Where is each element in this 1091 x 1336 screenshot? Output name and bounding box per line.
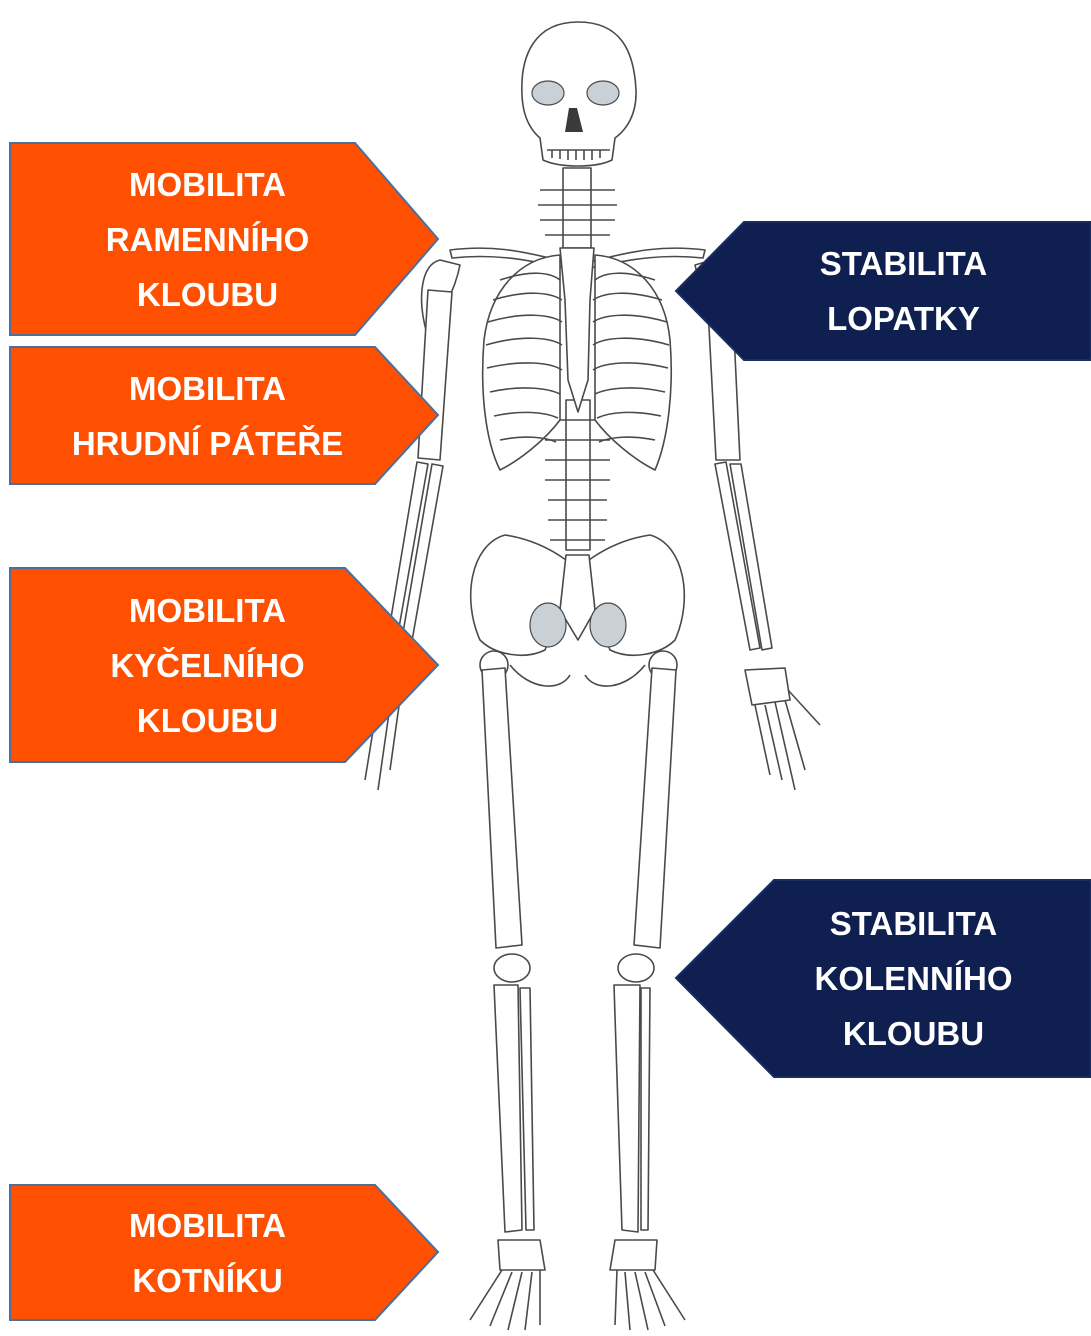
label-line: KLOUBU [843, 1006, 984, 1061]
label-line: MOBILITA [129, 1198, 286, 1253]
label-line: MOBILITA [129, 157, 286, 212]
arrow-scapula-stability: STABILITA LOPATKY [676, 222, 1091, 360]
label-line: HRUDNÍ PÁTEŘE [72, 416, 343, 471]
label-line: LOPATKY [827, 291, 980, 346]
label-thoracic-mobility: MOBILITA HRUDNÍ PÁTEŘE [10, 347, 405, 484]
label-ankle-mobility: MOBILITA KOTNÍKU [10, 1185, 405, 1320]
label-line: KOTNÍKU [132, 1253, 282, 1308]
label-knee-stability: STABILITA KOLENNÍHO KLOUBU [736, 880, 1091, 1077]
label-scapula-stability: STABILITA LOPATKY [716, 222, 1091, 360]
label-line: KLOUBU [137, 267, 278, 322]
arrow-knee-stability: STABILITA KOLENNÍHO KLOUBU [676, 880, 1091, 1077]
label-line: KYČELNÍHO [110, 638, 304, 693]
label-line: MOBILITA [129, 361, 286, 416]
label-line: MOBILITA [129, 583, 286, 638]
label-line: STABILITA [830, 896, 997, 951]
arrow-ankle-mobility: MOBILITA KOTNÍKU [10, 1185, 440, 1320]
label-line: STABILITA [820, 236, 987, 291]
label-line: RAMENNÍHO [106, 212, 310, 267]
arrow-thoracic-mobility: MOBILITA HRUDNÍ PÁTEŘE [10, 347, 440, 484]
arrow-shoulder-mobility: MOBILITA RAMENNÍHO KLOUBU [10, 143, 440, 335]
legs [470, 651, 685, 1330]
label-line: KOLENNÍHO [815, 951, 1013, 1006]
label-hip-mobility: MOBILITA KYČELNÍHO KLOUBU [10, 568, 405, 762]
skull [522, 22, 636, 166]
label-line: KLOUBU [137, 693, 278, 748]
label-shoulder-mobility: MOBILITA RAMENNÍHO KLOUBU [10, 143, 405, 335]
arrow-hip-mobility: MOBILITA KYČELNÍHO KLOUBU [10, 568, 440, 762]
